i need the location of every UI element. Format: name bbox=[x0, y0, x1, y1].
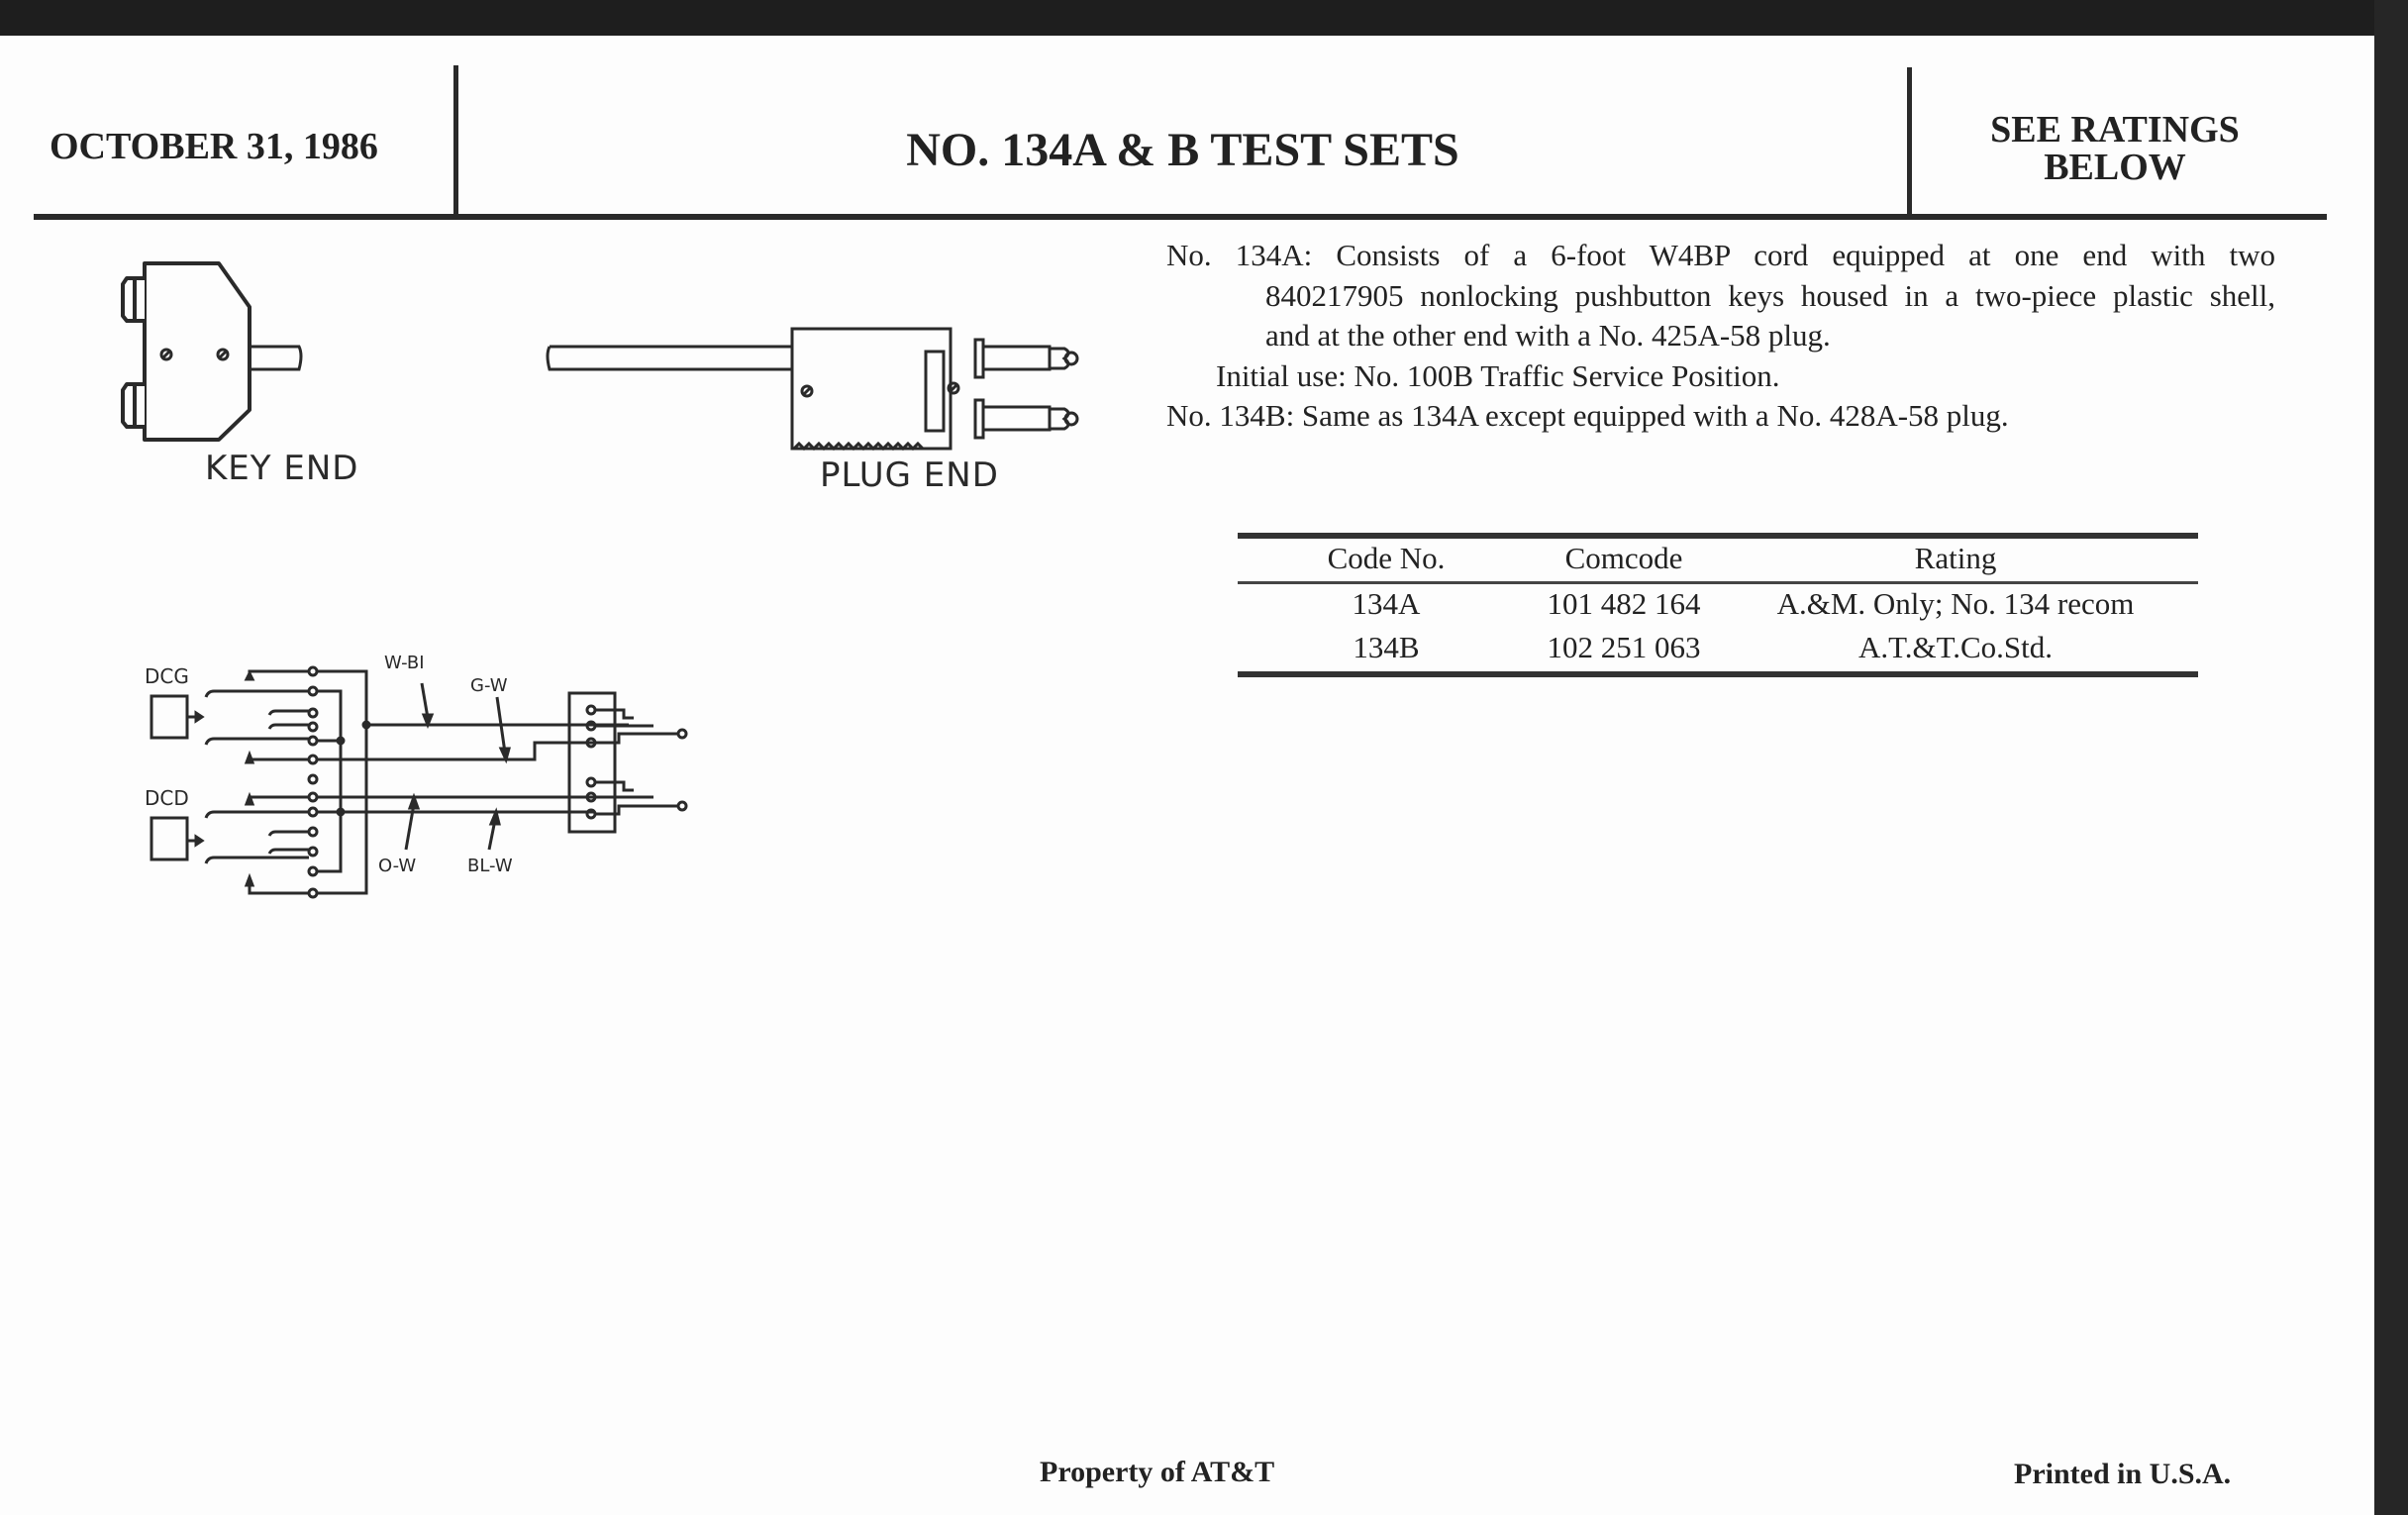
table-rule-header bbox=[1238, 581, 2198, 584]
header-divider bbox=[453, 65, 458, 216]
label-dcd: DCD bbox=[145, 786, 189, 810]
key-end-label: KEY END bbox=[205, 449, 359, 488]
footer-printed: Printed in U.S.A. bbox=[2014, 1458, 2232, 1490]
table-header-rating: Rating bbox=[1914, 541, 1997, 575]
label-o-w: O-W bbox=[378, 856, 416, 876]
header-rating-line1: SEE RATINGS bbox=[1990, 109, 2240, 151]
terminal-strip bbox=[307, 665, 319, 899]
table-cell-rating: A.T.&T.Co.Std. bbox=[1857, 630, 2054, 664]
description-block: No. 134A: Consists of a 6-foot W4BP cord… bbox=[1166, 236, 2275, 437]
header-rating-note: SEE RATINGS BELOW bbox=[1912, 111, 2318, 186]
plug-block bbox=[567, 691, 617, 834]
plug-end-housing bbox=[790, 327, 953, 451]
desc-134a-line3: and at the other end with a No. 425A-58 … bbox=[1265, 318, 1831, 353]
label-bl-w: BL-W bbox=[467, 856, 513, 876]
dcg-key-box bbox=[150, 694, 189, 740]
table-cell-rating: A.&M. Only; No. 134 recom bbox=[1776, 586, 2135, 621]
desc-134a-line1: No. 134A: Consists of a 6-foot W4BP cord… bbox=[1166, 238, 2275, 272]
screw-icon bbox=[947, 381, 960, 395]
wire-g-w bbox=[317, 741, 594, 761]
screw-icon bbox=[800, 384, 814, 398]
key-button-upper bbox=[121, 276, 145, 323]
key-button-lower bbox=[121, 382, 145, 429]
wiring-schematic: DCG DCD W-BI G-W O-W BL-W bbox=[145, 653, 688, 899]
plug-tip-upper bbox=[973, 338, 1079, 379]
label-w-bl: W-BI bbox=[384, 653, 425, 673]
header-rating-line2: BELOW bbox=[2044, 147, 2186, 188]
table-header-code: Code No. bbox=[1327, 541, 1446, 575]
desc-initial-use: Initial use: No. 100B Traffic Service Po… bbox=[1216, 357, 1780, 393]
screw-icon bbox=[159, 348, 173, 361]
page-title: NO. 134A & B TEST SETS bbox=[906, 124, 1459, 176]
footer-property: Property of AT&T bbox=[1040, 1456, 1275, 1488]
label-g-w: G-W bbox=[470, 675, 508, 696]
plug-tip-lower bbox=[973, 398, 1079, 440]
plug-end-label: PLUG END bbox=[820, 455, 999, 495]
header-rule bbox=[34, 214, 2327, 220]
table-cell-comcode: 102 251 063 bbox=[1547, 630, 1701, 664]
table-rule-bottom bbox=[1238, 671, 2198, 677]
table-header-comcode: Comcode bbox=[1564, 541, 1683, 575]
table-cell-code: 134A bbox=[1352, 586, 1421, 621]
screw-icon bbox=[216, 348, 230, 361]
label-dcg: DCG bbox=[145, 664, 189, 688]
header-date: OCTOBER 31, 1986 bbox=[50, 126, 378, 167]
cord-segment bbox=[250, 345, 303, 371]
header-divider bbox=[1907, 67, 1912, 216]
table-cell-comcode: 101 482 164 bbox=[1547, 586, 1701, 621]
table-rule-top bbox=[1238, 533, 2198, 539]
desc-134a-line2: 840217905 nonlocking pushbutton keys hou… bbox=[1265, 277, 2275, 313]
key-end-housing bbox=[143, 261, 251, 442]
scan-top-border bbox=[0, 0, 2408, 36]
document-page bbox=[0, 36, 2374, 1515]
scan-right-border bbox=[2374, 0, 2408, 1515]
cord-segment bbox=[546, 345, 792, 371]
dcd-key-box bbox=[150, 816, 189, 861]
table-cell-code: 134B bbox=[1353, 630, 1420, 664]
cord-illustration bbox=[121, 261, 1079, 452]
desc-134b: No. 134B: Same as 134A except equipped w… bbox=[1166, 398, 2009, 433]
